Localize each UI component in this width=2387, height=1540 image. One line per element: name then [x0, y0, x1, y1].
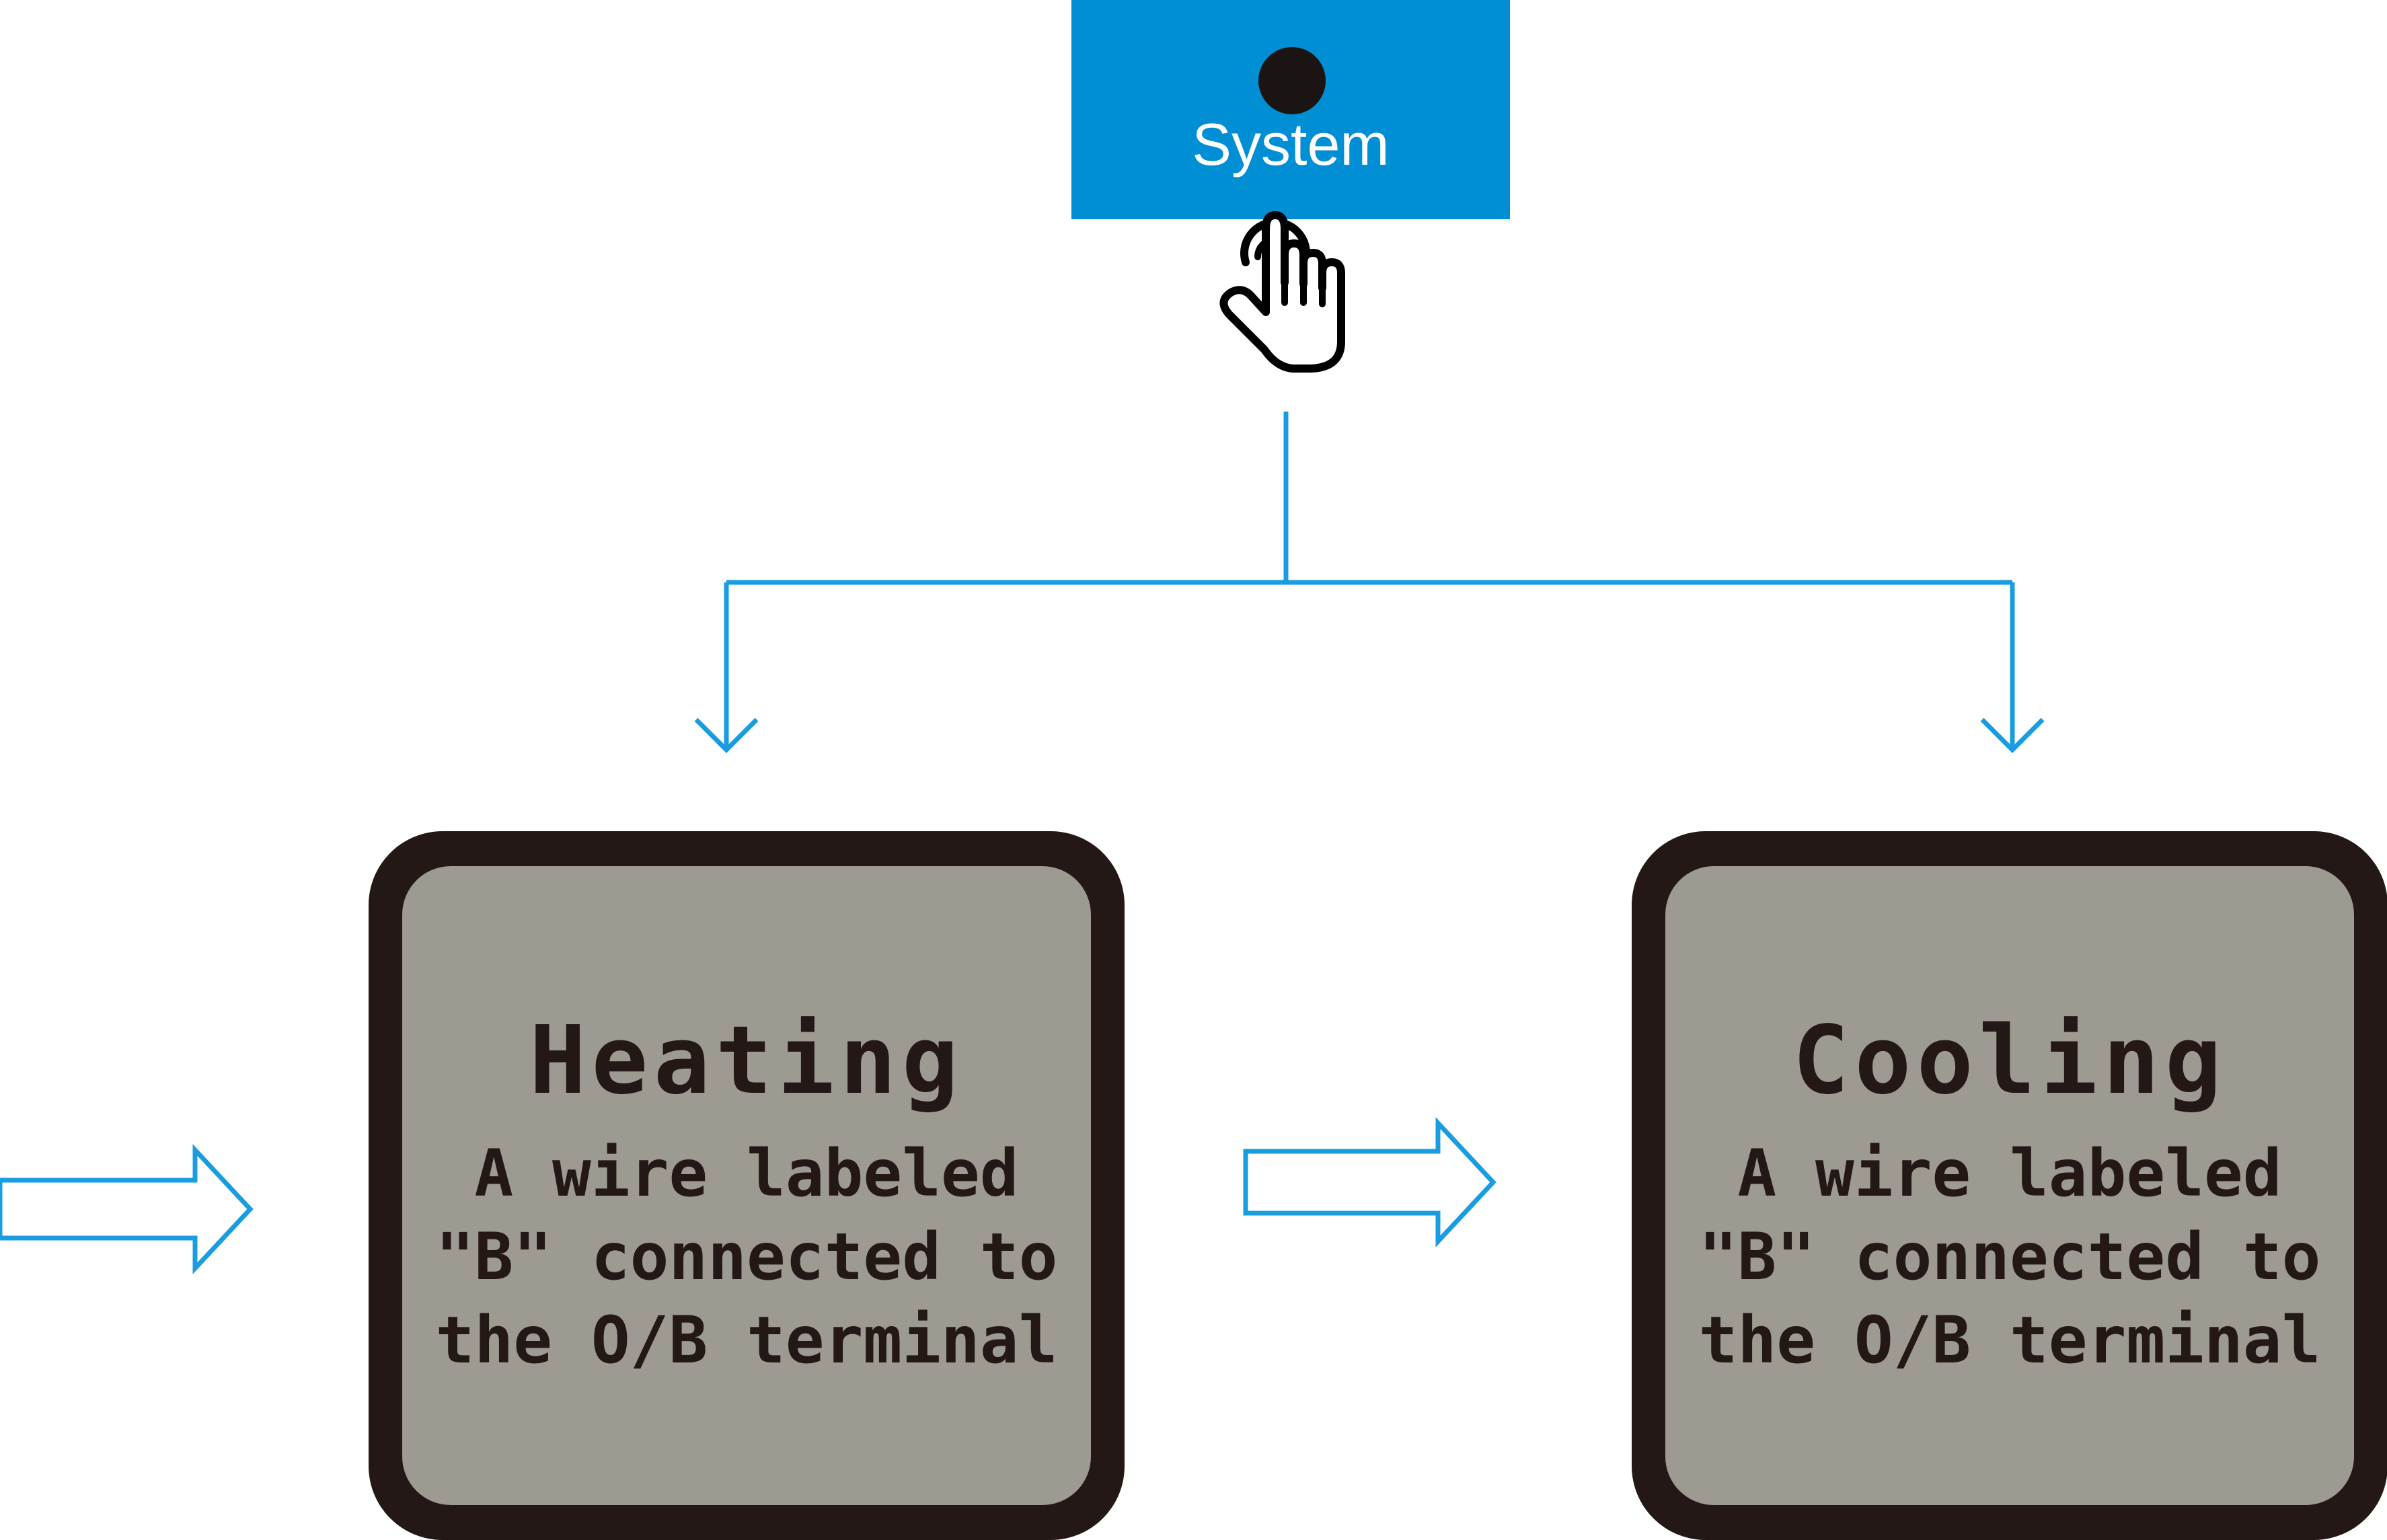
arrowhead-cooling [1980, 718, 2045, 753]
system-button[interactable]: System [1071, 0, 1510, 219]
heating-description: A wire labeled "B" connected to the O/B … [435, 1136, 1058, 1378]
heating-to-cooling-arrow [1243, 1117, 1496, 1247]
indicator-dot-icon [1258, 47, 1326, 114]
cooling-display: Cooling A wire labeled "B" connected to … [1632, 831, 2387, 1540]
incoming-arrow [0, 1144, 254, 1274]
system-button-label: System [1192, 111, 1390, 178]
cooling-description: A wire labeled "B" connected to the O/B … [1698, 1136, 2321, 1378]
heating-lcd-screen: Heating A wire labeled "B" connected to … [402, 866, 1091, 1505]
heating-title: Heating [529, 1006, 964, 1116]
cooling-lcd-screen: Cooling A wire labeled "B" connected to … [1665, 866, 2354, 1505]
heating-display: Heating A wire labeled "B" connected to … [369, 831, 1125, 1540]
arrowhead-heating [694, 718, 759, 753]
cooling-title: Cooling [1792, 1006, 2227, 1116]
tap-hand-icon [1219, 211, 1345, 373]
